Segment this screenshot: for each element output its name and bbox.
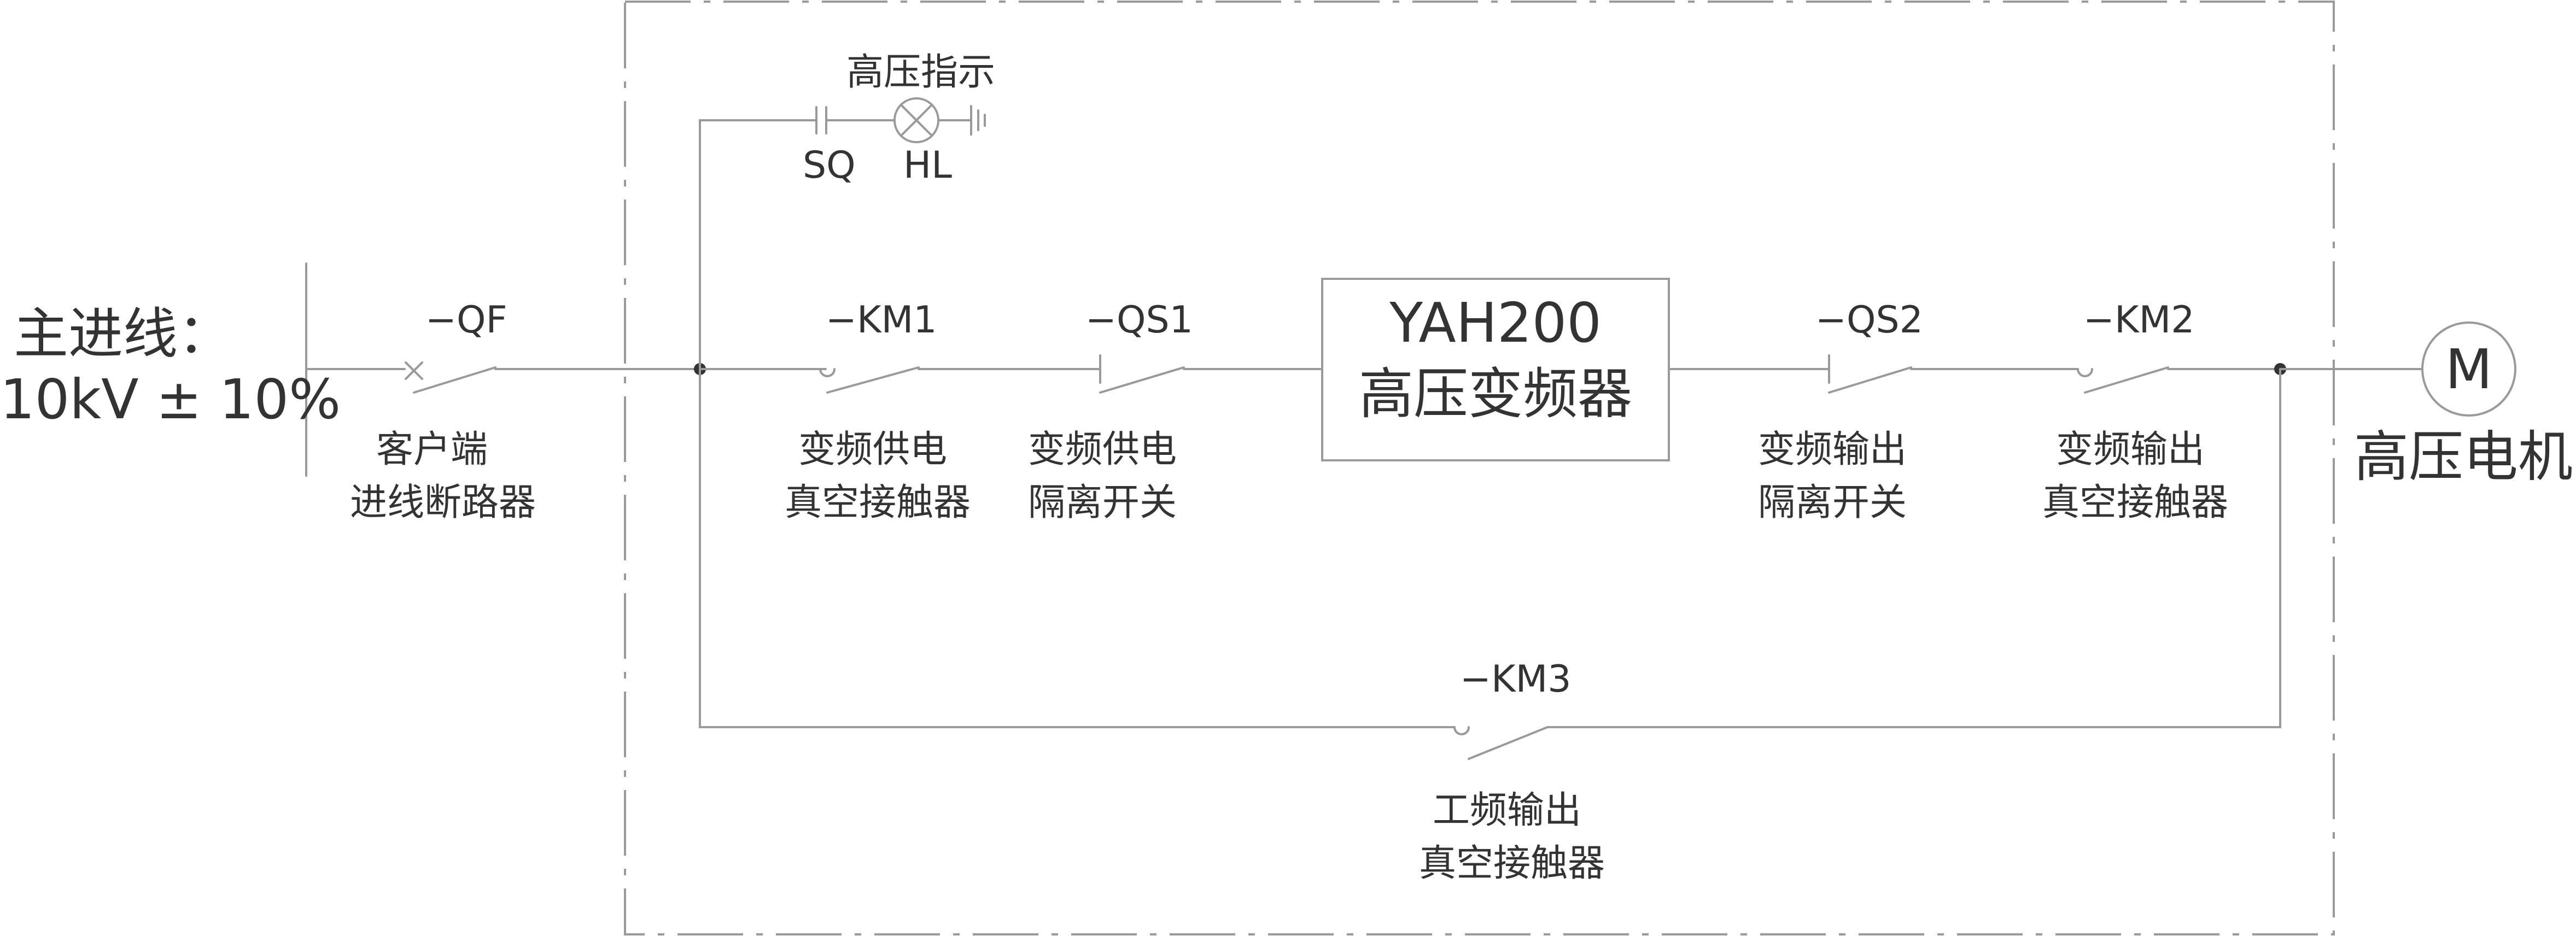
motor-symbol-label: M [2445,337,2492,401]
km3-contactor-symbol [1453,726,1549,760]
qs2-tag: −QS2 [1815,299,1923,342]
km1-tag: −KM1 [826,299,937,342]
qs2-isolator-symbol [1828,354,1912,394]
km2-name-line1: 变频输出 [2056,428,2205,471]
qf-name-line2: 进线断路器 [350,481,536,524]
hv-indicator-title: 高压指示 [846,51,995,94]
bypass-line-wire [699,368,1456,728]
inverter-name: 高压变频器 [1359,362,1632,426]
qf-tag: −QF [425,299,507,342]
km1-name-line2: 真空接触器 [785,481,971,524]
qs2-name-line2: 隔离开关 [1758,481,1907,524]
km2-contactor-symbol [2077,366,2169,394]
qs1-isolator-symbol [1099,354,1185,394]
inverter-model: YAH200 [1389,291,1602,355]
sq-tag: SQ [803,144,856,187]
ground-symbol [970,105,986,136]
km3-name-line2: 真空接触器 [1419,842,1605,885]
bypass-line-wire [1546,368,2281,728]
km3-tag: −KM3 [1460,658,1572,701]
km2-name-line2: 真空接触器 [2042,481,2228,524]
hl-tag: HL [903,144,952,187]
qs1-tag: −QS1 [1085,299,1193,342]
hl-lamp-symbol [893,97,939,143]
main-line-voltage: 10kV ± 10% [0,367,341,431]
motor-name: 高压电机 [2354,425,2573,489]
cabinet-frame [624,1,2335,935]
qf-breaker-symbol [405,361,496,394]
km1-name-line1: 变频供电 [798,428,947,471]
qs1-name-line1: 变频供电 [1028,428,1177,471]
qs1-name-line2: 隔离开关 [1028,481,1177,524]
km3-name-line1: 工频输出 [1433,789,1581,832]
km2-tag: −KM2 [2083,299,2195,342]
qs2-name-line1: 变频输出 [1758,428,1907,471]
main-line-title: 主进线： [14,302,232,366]
sq-contact-symbol [815,106,827,134]
km1-contactor-symbol [819,366,920,394]
motor-symbol [2421,321,2516,417]
qf-name-line1: 客户端 [376,428,488,471]
indicator-branch-wire [699,119,816,370]
